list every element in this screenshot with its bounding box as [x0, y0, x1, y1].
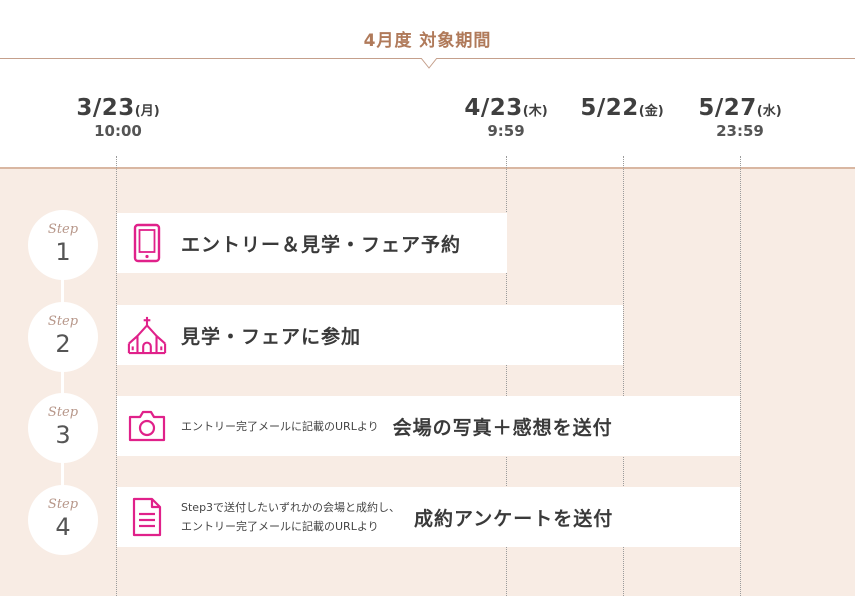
chapel-icon	[127, 313, 167, 357]
date-label-end: 5/27(水) 23:59	[690, 95, 790, 140]
end-time: 23:59	[716, 122, 764, 140]
date-label-entry-end: 4/23(木) 9:59	[456, 95, 556, 140]
end-weekday: (水)	[756, 104, 782, 119]
start-guide-line	[116, 156, 117, 596]
step-badge-1: Step 1	[28, 210, 98, 280]
visit-end-date: 5/22	[580, 95, 639, 121]
step-3-text: 会場の写真＋感想を送付	[392, 416, 613, 439]
date-label-start: 3/23(月) 10:00	[68, 95, 168, 140]
visit-end-weekday: (金)	[638, 104, 664, 119]
step-label: Step	[47, 497, 79, 512]
step-number: 1	[55, 238, 71, 266]
step-4-note: Step3で送付したいずれかの会場と成約し、 エントリー完了メールに記載のURL…	[181, 498, 400, 536]
document-icon	[127, 495, 167, 539]
step-number: 2	[55, 330, 71, 358]
step-connector	[61, 450, 64, 490]
step-label: Step	[47, 405, 79, 420]
end-date: 5/27	[698, 95, 757, 121]
step-label: Step	[47, 314, 79, 329]
step-connector	[61, 360, 64, 400]
step-label: Step	[47, 222, 79, 237]
start-time: 10:00	[94, 122, 142, 140]
entry-end-weekday: (木)	[522, 104, 548, 119]
start-weekday: (月)	[134, 104, 160, 119]
step-connector	[61, 270, 64, 310]
step-2-text: 見学・フェアに参加	[181, 325, 362, 348]
step-bar-1: エントリー＆見学・フェア予約	[117, 213, 507, 273]
step-number: 3	[55, 421, 71, 449]
step-3-note: エントリー完了メールに記載のURLより	[181, 419, 379, 433]
start-date: 3/23	[76, 95, 135, 121]
step-badge-3: Step 3	[28, 393, 98, 463]
end-guide-line	[740, 156, 741, 596]
step-4-note-line2: エントリー完了メールに記載のURLより	[181, 520, 379, 533]
step-bar-4: Step3で送付したいずれかの会場と成約し、 エントリー完了メールに記載のURL…	[117, 487, 740, 547]
step-bar-2: 見学・フェアに参加	[117, 305, 623, 365]
date-label-visit-end: 5/22(金)	[572, 95, 672, 121]
step-badge-4: Step 4	[28, 485, 98, 555]
step-4-note-line1: Step3で送付したいずれかの会場と成約し、	[181, 501, 401, 514]
smartphone-icon	[127, 221, 167, 265]
entry-end-time: 9:59	[487, 122, 525, 140]
step-bar-3: エントリー完了メールに記載のURLより 会場の写真＋感想を送付	[117, 396, 740, 456]
entry-end-date: 4/23	[464, 95, 523, 121]
period-title: 4月度 対象期間	[363, 31, 492, 51]
entry-end-guide-line	[506, 156, 507, 596]
visit-end-guide-line	[623, 156, 624, 596]
header-notch-icon	[421, 58, 437, 69]
step-1-text: エントリー＆見学・フェア予約	[181, 233, 462, 256]
camera-icon	[127, 404, 167, 448]
step-4-text: 成約アンケートを送付	[414, 507, 614, 530]
step-number: 4	[55, 513, 71, 541]
step-badge-2: Step 2	[28, 302, 98, 372]
